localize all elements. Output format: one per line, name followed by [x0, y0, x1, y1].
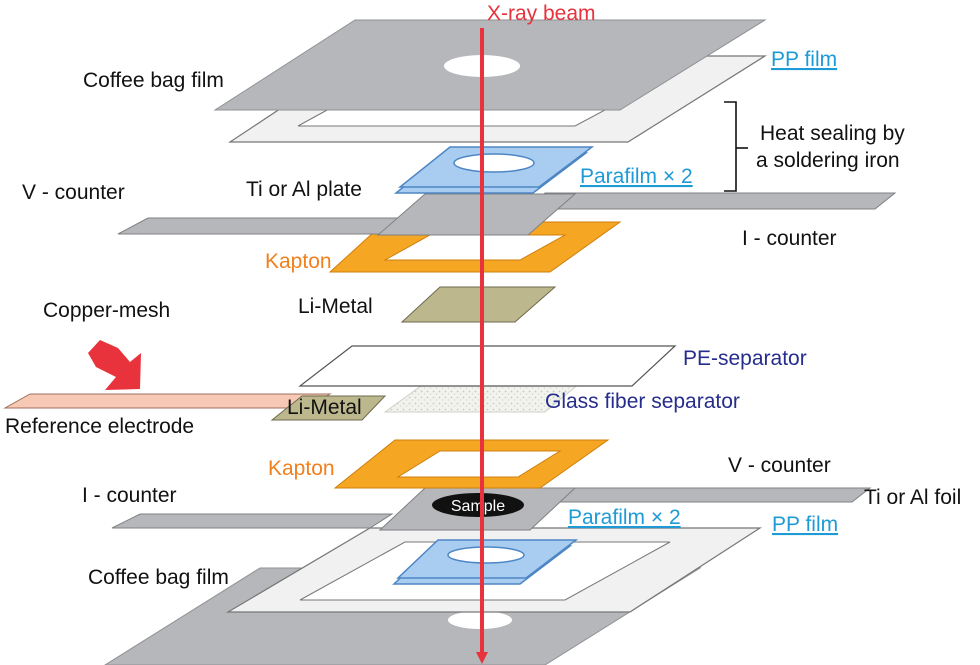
ti-al-plate: [376, 193, 577, 236]
i-counter-top-strip: [523, 192, 897, 210]
heat-sealing-label-1: Heat sealing by: [760, 122, 905, 145]
kapton-top-label: Kapton: [265, 250, 332, 273]
parafilm-top-label: Parafilm × 2: [580, 165, 693, 188]
coffee-bag-bottom-label: Coffee bag film: [88, 566, 229, 589]
kapton-bottom-window: [396, 450, 562, 478]
sample-label: Sample: [451, 498, 505, 515]
kapton-bottom-label: Kapton: [268, 457, 335, 480]
xray-beam-arrowhead: [476, 652, 488, 664]
xray-beam-label: X-ray beam: [487, 2, 596, 25]
i-counter-bottom-strip: [111, 513, 394, 529]
pp-film-bottom-label: PP film: [772, 513, 838, 536]
parafilm-top-window: [453, 153, 535, 173]
ti-al-foil-label: Ti or Al foil: [864, 486, 961, 509]
coffee-bag-top-label: Coffee bag film: [83, 69, 224, 92]
li-metal-reference: [270, 395, 387, 421]
heat-sealing-bracket: [724, 101, 737, 192]
v-counter-bottom-strip: [526, 487, 872, 503]
i-counter-top-label: I - counter: [742, 227, 837, 250]
reference-electrode-strip: [3, 393, 332, 409]
glass-fiber-label: Glass fiber separator: [545, 390, 740, 413]
sample-disc: [432, 493, 524, 517]
pp-film-top-label: PP film: [771, 48, 837, 71]
li-metal-top-label: Li-Metal: [298, 295, 373, 318]
reference-electrode-label: Reference electrode: [5, 415, 194, 438]
parafilm-bottom-window: [447, 546, 525, 564]
li-metal-top: [400, 286, 557, 323]
pe-separator: [298, 345, 677, 387]
v-counter-bottom-label: V - counter: [728, 454, 831, 477]
copper-mesh-arrow: [88, 340, 141, 390]
parafilm-bottom-label: Parafilm × 2: [568, 506, 681, 529]
heat-sealing-label-2: a soldering iron: [756, 149, 900, 172]
pe-separator-label: PE-separator: [683, 347, 807, 370]
copper-mesh-label: Copper-mesh: [43, 299, 170, 322]
v-counter-top-strip: [117, 217, 407, 235]
v-counter-top-label: V - counter: [22, 181, 125, 204]
ti-al-plate-label: Ti or Al plate: [246, 178, 362, 201]
i-counter-bottom-label: I - counter: [82, 484, 177, 507]
li-metal-ref-label: Li-Metal: [287, 396, 362, 419]
